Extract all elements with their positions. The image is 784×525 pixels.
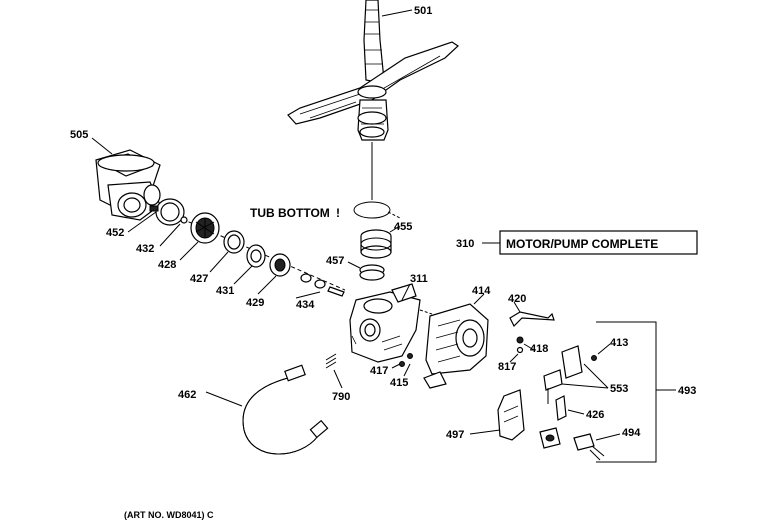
label-414: 414 [472, 285, 491, 297]
part-457-ring [359, 264, 385, 281]
part-426-clip [555, 395, 567, 421]
motor-pump-box [499, 230, 698, 255]
label-428: 428 [158, 259, 176, 271]
label-505: 505 [70, 129, 88, 141]
part-452-clamp [149, 198, 185, 226]
label-tub-bottom: TUB BOTTOM [250, 206, 330, 220]
label-817: 817 [498, 361, 516, 373]
label-431: 431 [216, 285, 234, 297]
part-494-connector [573, 433, 605, 461]
part-431-seal [246, 244, 266, 268]
part-429-seal [269, 253, 291, 277]
label-426: 426 [586, 409, 604, 421]
part-motor [423, 303, 489, 389]
label-455: 455 [394, 221, 412, 233]
part-505-housing [95, 149, 161, 221]
part-455-gasket [360, 229, 392, 259]
part-434-fasteners [300, 273, 345, 297]
part-420-rod [509, 311, 555, 328]
label-418: 418 [530, 343, 548, 355]
label-415: 415 [390, 377, 408, 389]
label-434: 434 [296, 299, 315, 311]
part-790-spring [325, 353, 337, 369]
label-427: 427 [190, 273, 208, 285]
part-311-pump-housing [349, 283, 433, 363]
part-clip [539, 427, 561, 449]
label-413: 413 [610, 337, 628, 349]
label-494: 494 [622, 427, 641, 439]
label-motor-pump-complete: MOTOR/PUMP COMPLETE [506, 237, 658, 251]
label-311: 311 [410, 273, 428, 285]
label-462: 462 [178, 389, 196, 401]
label-790: 790 [332, 391, 350, 403]
art-number: (ART NO. WD8041) C [124, 510, 214, 520]
part-497-bracket [497, 389, 525, 441]
part-428-impeller [190, 212, 220, 244]
label-310: 310 [456, 238, 474, 250]
label-432: 432 [136, 243, 154, 255]
label-420: 420 [508, 293, 526, 305]
tub-bottom-marker: ! [336, 206, 340, 220]
label-457: 457 [326, 255, 344, 267]
label-452: 452 [106, 227, 124, 239]
part-427-ring [223, 230, 245, 254]
part-462-hose [242, 364, 329, 455]
label-493: 493 [678, 385, 696, 397]
label-429: 429 [246, 297, 264, 309]
label-497: 497 [446, 429, 464, 441]
label-501: 501 [414, 5, 432, 17]
part-553-switch [543, 345, 583, 404]
label-417: 417 [370, 365, 388, 377]
label-553: 553 [610, 383, 628, 395]
part-501-spray-arm [287, 0, 459, 200]
